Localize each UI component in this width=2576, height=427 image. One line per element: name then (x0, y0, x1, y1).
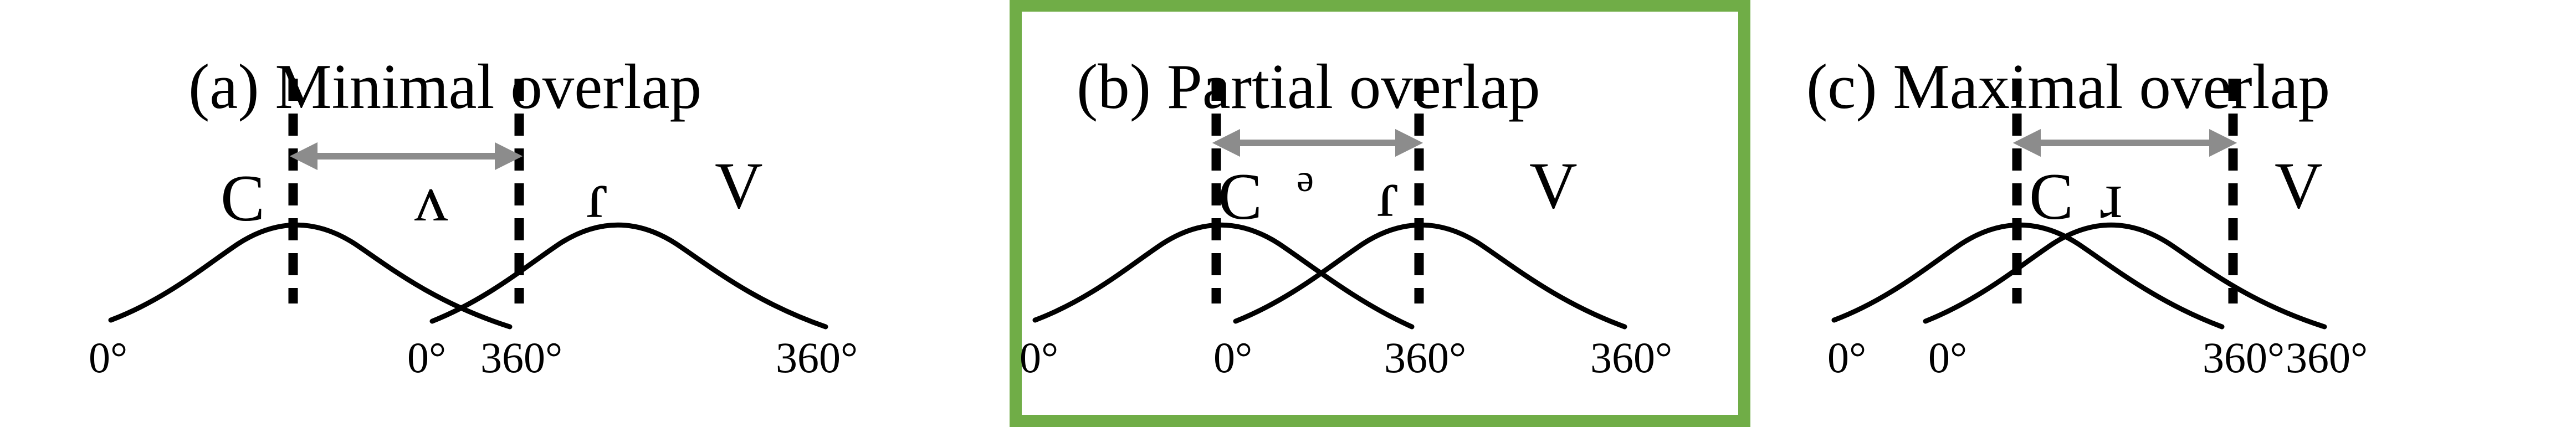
panel-title: (b) Partial overlap (1077, 52, 1540, 122)
gesture-curve-consonant (1032, 222, 1415, 330)
degree-label-first-end: 360° (480, 333, 562, 382)
vowel-middle-label: ʌ (414, 161, 448, 235)
highlight-frame (1010, 0, 1750, 427)
vowel-label: V (715, 148, 763, 222)
liquid-label: ɹ (2100, 158, 2122, 231)
degree-label-first-start: 0° (1827, 333, 1866, 382)
liquid-label: ɾ (1377, 157, 1399, 230)
panel-title: (a) Minimal overlap (188, 52, 701, 122)
degree-label-first-end: 360° (1384, 333, 1466, 382)
panel-a: (a) Minimal overlap C ʌ ɾ V 0° 0° 360° 3… (89, 52, 858, 382)
vowel-middle-label: ə (1297, 157, 1314, 200)
degree-label-first-start: 0° (1020, 333, 1058, 382)
degree-label-second-start: 0° (1213, 333, 1252, 382)
gesture-curve-liquid (429, 222, 828, 330)
degree-label-second-start: 0° (1928, 333, 1967, 382)
consonant-label: C (1218, 160, 1262, 233)
degree-label-second-start: 0° (407, 333, 446, 382)
vowel-label: V (1529, 148, 1578, 222)
gesture-curve-liquid (1923, 222, 2327, 330)
degree-label-first-end: 360° (2203, 333, 2285, 382)
panel-b: (b) Partial overlap C ə ɾ V 0° 0° 360° 3… (1020, 52, 1672, 382)
vowel-label: V (2275, 148, 2323, 222)
liquid-label: ɾ (586, 158, 608, 231)
panel-c: (c) Maximal overlap C ɹ V 0° 0° 360° 360… (1806, 52, 2368, 382)
consonant-label: C (2029, 160, 2073, 233)
gesture-curve-consonant (1831, 222, 2225, 330)
gesture-curve-consonant (108, 222, 513, 330)
degree-label-first-start: 0° (89, 333, 127, 382)
degree-label-second-end: 360° (1590, 333, 1672, 382)
consonant-label: C (221, 161, 265, 235)
degree-label-second-end: 360° (776, 333, 858, 382)
degree-label-second-end: 360° (2286, 333, 2368, 382)
gesture-curve-liquid (1233, 222, 1627, 330)
panel-title: (c) Maximal overlap (1806, 52, 2330, 122)
